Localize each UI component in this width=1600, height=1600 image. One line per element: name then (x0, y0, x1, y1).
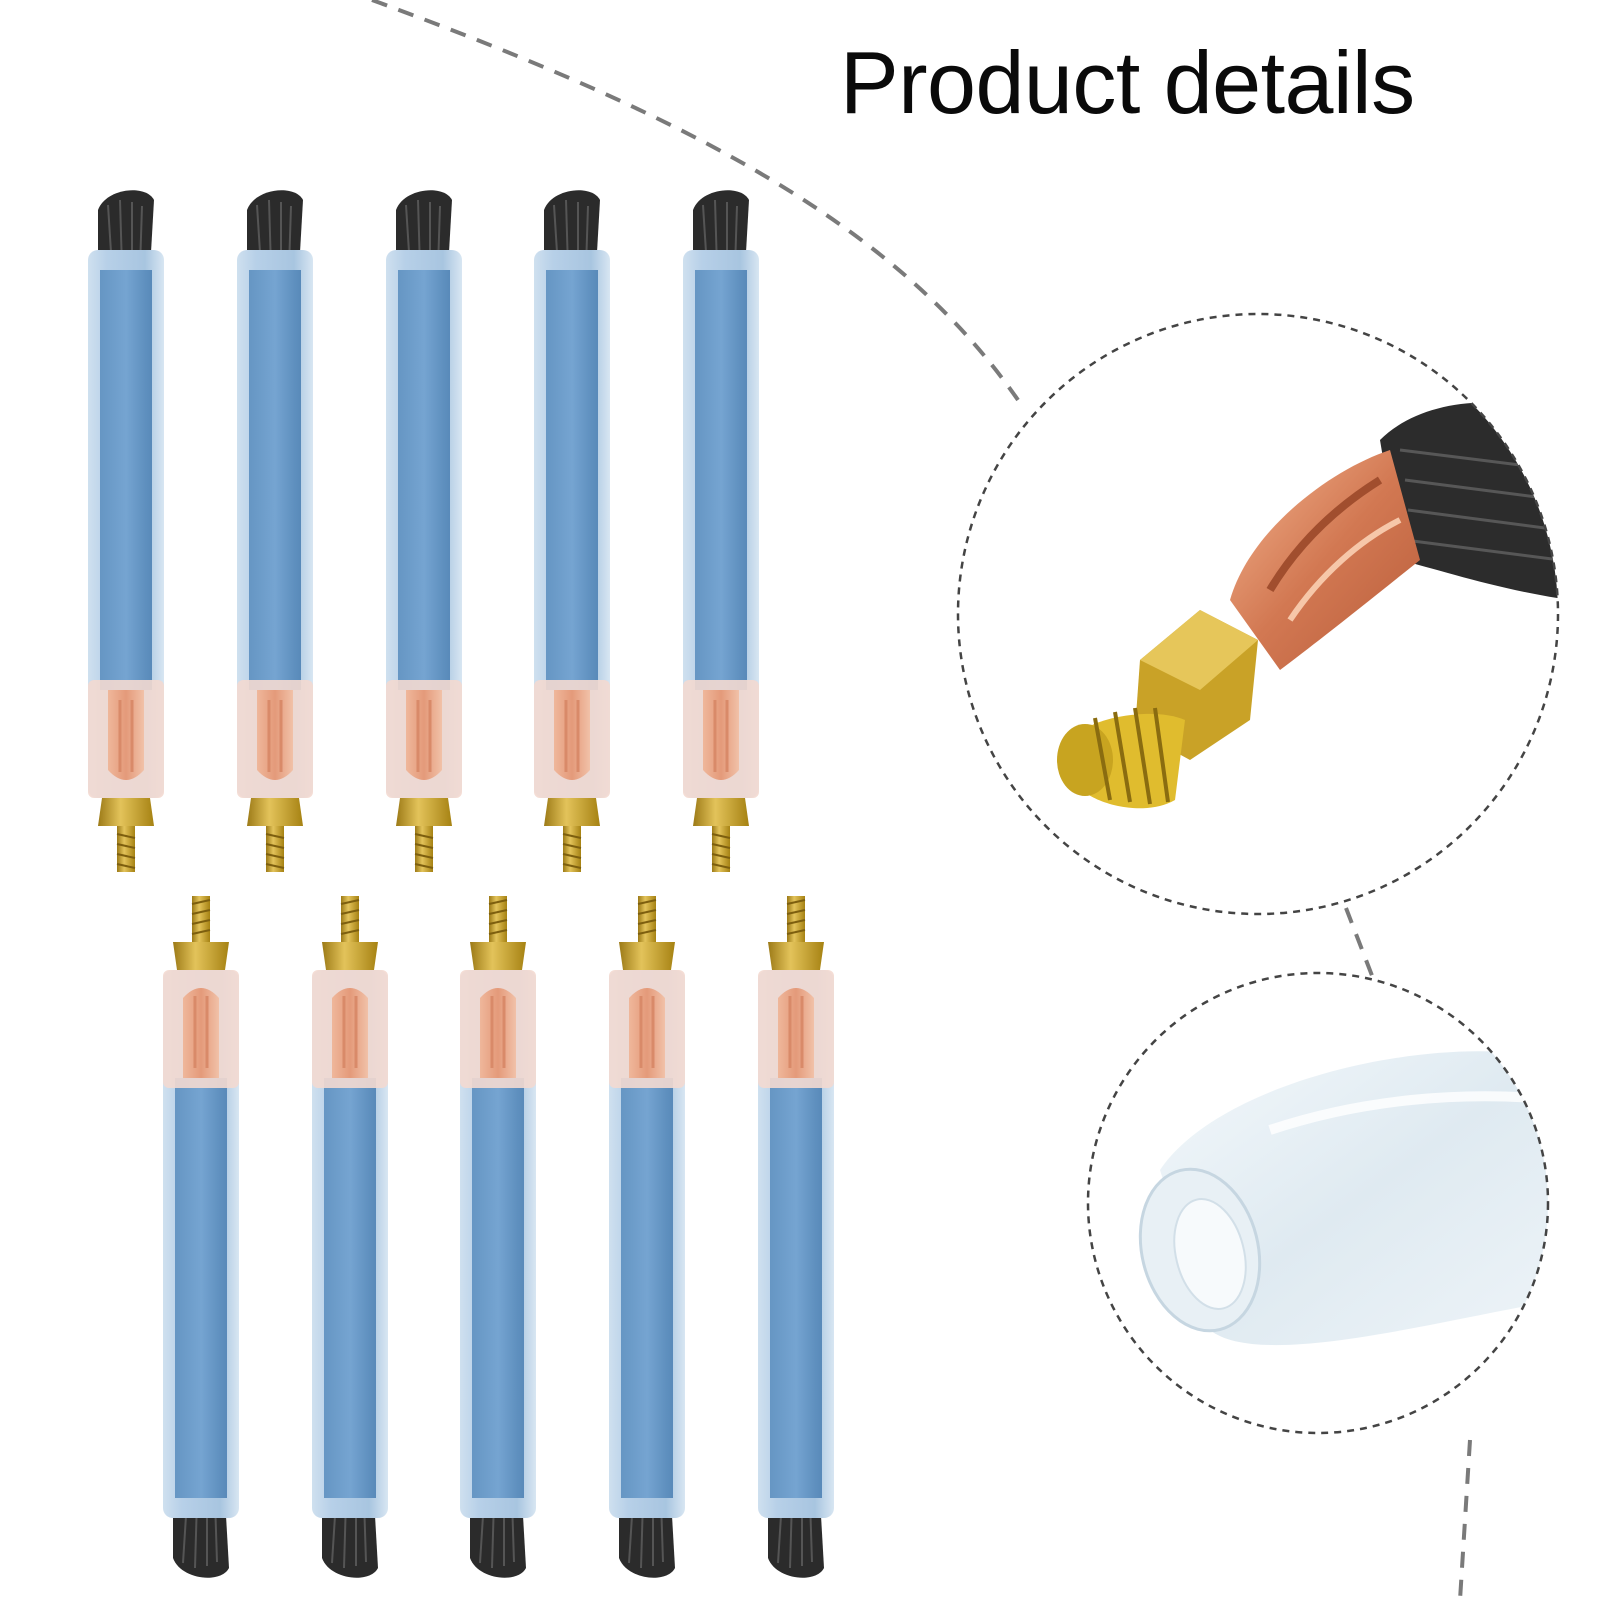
electrode-piece (458, 894, 538, 1580)
electrode-piece (161, 894, 241, 1580)
electrode-piece (86, 188, 166, 874)
electrode-piece (532, 188, 612, 874)
product-row-bottom (161, 894, 836, 1580)
detail-circle-tube (1086, 971, 1550, 1435)
electrode-piece (384, 188, 464, 874)
product-row-top (86, 188, 761, 874)
page-title: Product details (840, 33, 1415, 132)
detail-circle-terminal (956, 312, 1560, 916)
electrode-piece (756, 894, 836, 1580)
electrode-piece (235, 188, 315, 874)
electrode-piece (607, 894, 687, 1580)
guide-line-2 (1344, 907, 1378, 987)
guide-line-3 (1458, 1439, 1472, 1600)
electrode-piece (681, 188, 761, 874)
guide-line-1 (371, 0, 1020, 402)
electrode-piece (310, 894, 390, 1580)
